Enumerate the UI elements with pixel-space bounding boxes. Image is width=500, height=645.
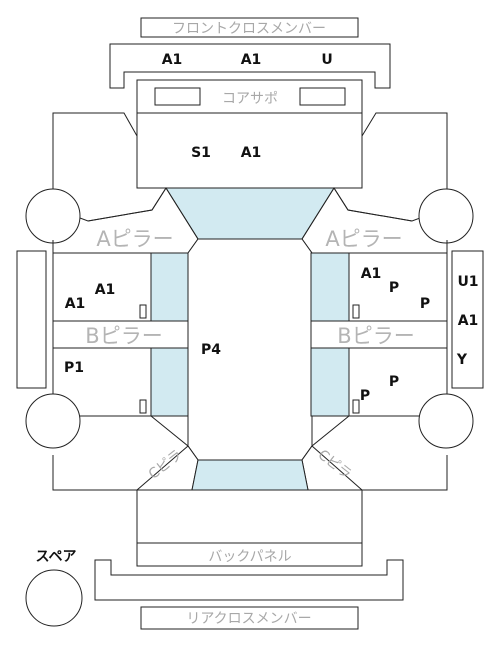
front-cross-member: フロントクロスメンバー <box>140 17 359 38</box>
right-front-door-code-1: A1 <box>361 266 382 282</box>
front-cross-code-3: U <box>321 52 332 68</box>
right-side-code-3: Y <box>456 352 468 368</box>
rear-bumper <box>94 559 404 601</box>
rear-glass <box>191 459 309 491</box>
rear-cross-member: リアクロスメンバー <box>140 606 359 630</box>
windshield <box>165 187 335 240</box>
rear-right-tire <box>418 393 474 449</box>
left-front-door-code-1: A1 <box>95 282 116 298</box>
right-front-door-handle <box>352 304 360 319</box>
left-rear-door-handle <box>139 399 147 414</box>
front-cross-member-label: フロントクロスメンバー <box>172 21 326 37</box>
back-panel-label: バックパネル <box>208 549 291 565</box>
right-rear-door-handle <box>352 399 360 414</box>
a-pillar-left-label: Aピラー <box>96 227 173 251</box>
b-pillar-left-label: Bピラー <box>85 324 162 348</box>
right-rocker-panel <box>451 250 484 389</box>
right-side-code-2: A1 <box>458 313 479 329</box>
a-pillar-right-label: Aピラー <box>325 227 402 251</box>
hood-code-2: A1 <box>241 145 262 161</box>
left-rocker-panel <box>16 250 47 389</box>
left-front-door-glass <box>150 252 190 322</box>
left-rear-door-glass <box>150 347 190 417</box>
right-rear-door-code-1: P <box>389 374 399 390</box>
spare-label: スペア <box>35 549 76 565</box>
headlight-left <box>154 87 201 106</box>
hood-code-1: S1 <box>191 145 211 161</box>
left-rear-door-code: P1 <box>64 360 84 376</box>
headlight-right <box>299 87 346 106</box>
roof-code: P4 <box>201 342 221 358</box>
front-cross-code-1: A1 <box>162 52 183 68</box>
b-pillar-right-label: Bピラー <box>337 324 414 348</box>
left-front-door-code-2: A1 <box>65 296 86 312</box>
right-rear-door-code-2: P <box>360 388 370 404</box>
front-bumper <box>109 43 391 89</box>
core-support-label: コアサポ <box>222 91 278 107</box>
trunk-lid <box>136 489 363 544</box>
right-front-door-glass <box>310 252 350 322</box>
right-front-door-code-3: P <box>420 296 430 312</box>
b-pillar-right <box>310 320 448 349</box>
rear-cross-member-label: リアクロスメンバー <box>186 611 311 627</box>
front-right-tire <box>418 188 474 244</box>
right-front-door <box>348 252 448 322</box>
right-rear-door-glass <box>310 347 350 417</box>
front-cross-code-2: A1 <box>241 52 262 68</box>
left-front-door-handle <box>139 304 147 319</box>
rear-left-tire <box>25 393 81 449</box>
right-front-door-code-2: P <box>389 280 399 296</box>
front-left-tire <box>25 188 81 244</box>
back-panel <box>136 542 363 567</box>
spare-tire <box>25 569 83 627</box>
right-side-code-1: U1 <box>457 274 478 290</box>
core-support: コアサポ <box>136 79 363 114</box>
